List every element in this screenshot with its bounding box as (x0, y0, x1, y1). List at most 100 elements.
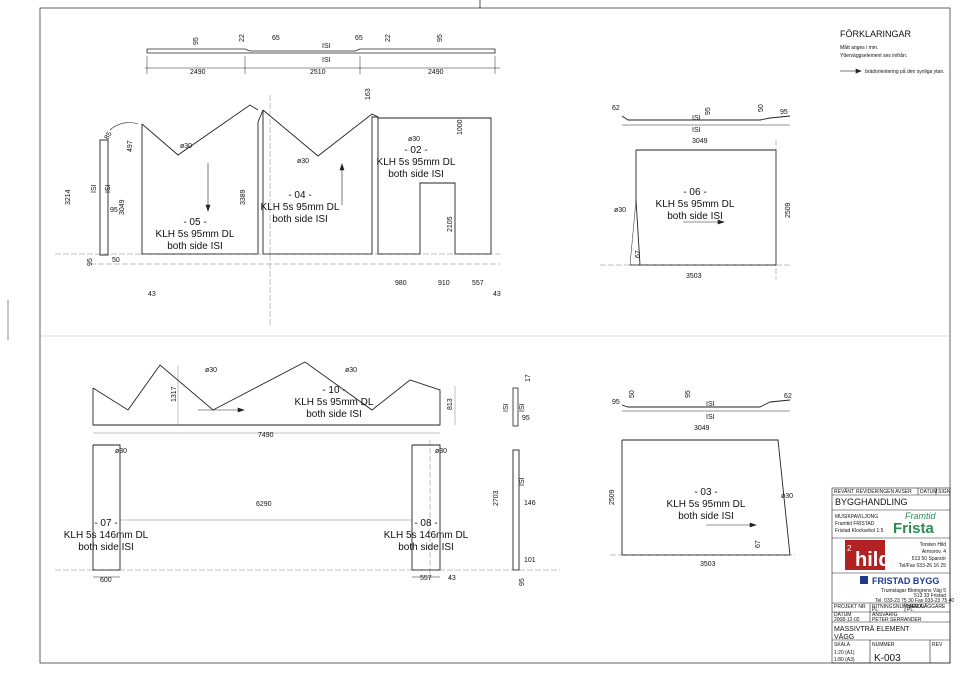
panel-04-side: both side ISI (272, 214, 328, 225)
dim-910: 910 (438, 280, 450, 287)
dim-101: 101 (524, 557, 536, 564)
panel-10-spec: KLH 5s 95mm DL (295, 397, 374, 408)
dim-557: 557 (420, 575, 432, 582)
dim-557: 557 (472, 280, 484, 287)
dim-65: 65 (355, 35, 363, 42)
dim-isi: ISI (706, 401, 715, 408)
dim-isi: ISI (692, 127, 701, 134)
panel-06-side: both side ISI (667, 211, 723, 222)
dim-95: 95 (612, 399, 620, 406)
panel-08-spec: KLH 5s 146mm DL (384, 530, 469, 541)
dim-2490: 2490 (190, 69, 206, 76)
dim-isi: ISI (503, 403, 510, 412)
dim-1317: 1317 (171, 386, 178, 402)
dim-43: 43 (148, 291, 156, 298)
dim-50: 50 (758, 104, 765, 112)
tb-client-l2: Fristad Klockarbol 1:5 (835, 528, 884, 534)
firm-line1: Trumslagar Blomgrens Väg 5 (881, 588, 946, 594)
dim-3049: 3049 (692, 138, 708, 145)
tb-ansvarig-value: PETER SERRANDER (872, 617, 922, 623)
dim-95: 95 (193, 37, 200, 45)
dim-3214: 3214 (65, 189, 72, 205)
tb-rev-label: REV (932, 642, 943, 648)
dim-isi: ISI (105, 184, 112, 193)
firm-fax: Fax 033-23 75 40 (915, 598, 954, 604)
panel-08-id: - 08 - (414, 518, 437, 529)
logo-framtid-top: Framtid (905, 511, 936, 521)
dim-980: 980 (395, 280, 407, 287)
dim-67: 67 (755, 540, 762, 548)
panel-05-side: both side ISI (167, 241, 223, 252)
dim-813: 813 (447, 398, 454, 410)
dim-2105: 2105 (447, 216, 454, 232)
tb-rev-avser: REVIDERINGEN AVSER (856, 489, 912, 495)
dim-50: 50 (112, 257, 120, 264)
dim-95: 95 (87, 258, 94, 266)
panel-02-side: both side ISI (388, 169, 444, 180)
tb-architect-l3: Tel/Fax 033-26 16 25 (899, 563, 946, 569)
dim-isi: ISI (692, 115, 701, 122)
panel-10-side: both side ISI (306, 409, 362, 420)
logo-framtid-bottom: Frista (893, 520, 935, 537)
tb-datum-value: 2008-12-02 (834, 617, 860, 623)
dim-isi: ISI (519, 477, 526, 486)
dim-22: 22 (385, 34, 392, 42)
dim-isi: ISI (706, 414, 715, 421)
dim-isi: ISI (91, 184, 98, 193)
dim-62: 62 (784, 393, 792, 400)
panel-03-id: - 03 - (694, 487, 717, 498)
logo-hild-box (845, 540, 885, 570)
panel-07-side: both side ISI (78, 542, 134, 553)
tb-architect-l2: 513 50 Sparsör (912, 556, 947, 562)
tb-datum-label: DATUM (834, 612, 851, 618)
dim-600: 600 (100, 577, 112, 584)
dim-3049: 3049 (119, 199, 126, 215)
dim-2703: 2703 (493, 490, 500, 506)
dim-1000: 1000 (457, 119, 464, 135)
panel-03-outline (621, 399, 791, 556)
legend-line: Ytterväggselement ses inifrån. (840, 52, 907, 59)
dim-95: 95 (685, 390, 692, 398)
panels-07-08-outline (92, 444, 520, 578)
panel-03-spec: KLH 5s 95mm DL (667, 499, 746, 510)
firm-tel: Tel. 033-23 75 30 (875, 598, 914, 604)
angle-label: ø30 (435, 448, 447, 455)
dim-95: 95 (519, 578, 526, 586)
panel-10-id: - 10 - (322, 385, 345, 396)
firm-line2: 513 33 Fristad (914, 593, 946, 599)
dim-17: 17 (525, 374, 532, 382)
tb-rev: REV (834, 489, 845, 495)
tb-ritning: RITNINGSNUMMER AV (872, 604, 926, 610)
dim-3389: 3389 (240, 189, 247, 205)
firm-name: FRISTAD BYGG (872, 576, 939, 586)
panel-05-id: - 05 - (183, 217, 206, 228)
tb-sign: SIGN (938, 489, 951, 495)
dim-95: 95 (705, 107, 712, 115)
panel-02-spec: KLH 5s 95mm DL (377, 157, 456, 168)
dim-43: 43 (448, 575, 456, 582)
legend-title: FÖRKLARINGAR (840, 29, 912, 39)
tb-architect-name: Torsten Hild (920, 542, 947, 548)
tb-nummer-label: NUMMER (872, 642, 895, 648)
panel-04-spec: KLH 5s 95mm DL (261, 202, 340, 213)
dim-2510: 2510 (310, 69, 326, 76)
tb-ansvarig-label: ANSVARIG (872, 612, 898, 618)
dim-65: 65 (272, 35, 280, 42)
tb-client-l1: Framtid FRISTAD (835, 521, 875, 527)
angle-label: ø30 (297, 158, 309, 165)
dim-95: 95 (522, 415, 530, 422)
legend-line: Mått anges i mm. (840, 44, 878, 51)
tb-skala2: 1:80 (A3) (834, 657, 855, 663)
tb-title2: VÄGG (834, 633, 854, 641)
dim-2490: 2490 (428, 69, 444, 76)
dim-43: 43 (493, 291, 501, 298)
legend-arrow-text: brädorientering på den synliga ytan. (865, 68, 945, 75)
panel-06-id: - 06 - (683, 187, 706, 198)
section-detail (512, 387, 519, 427)
dim-2509: 2509 (785, 202, 792, 218)
panel-08-side: both side ISI (398, 542, 454, 553)
panel-04-id: - 04 - (288, 190, 311, 201)
dim-50: 50 (629, 390, 636, 398)
